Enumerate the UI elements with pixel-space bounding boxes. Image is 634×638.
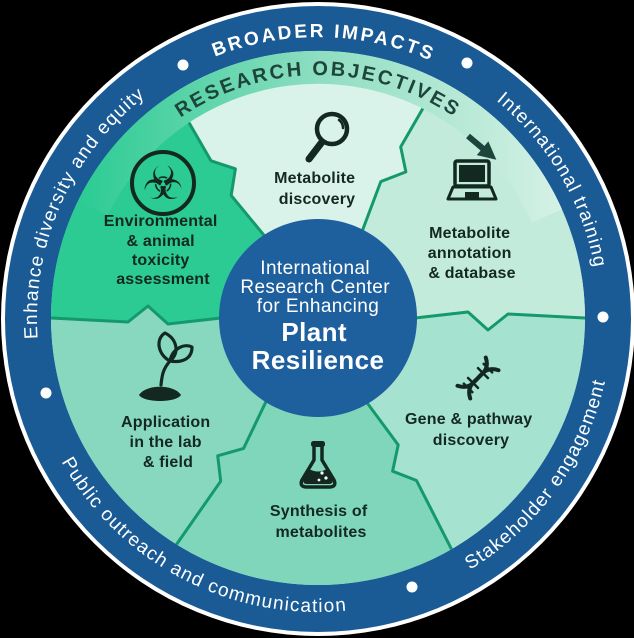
- ring-bullets: [40, 57, 609, 593]
- wedge-label-environmental: Environmental & animal toxicity assessme…: [104, 213, 222, 288]
- wedge-label-synthesis: Synthesis of metabolites: [270, 503, 372, 541]
- wedge-border: [175, 399, 268, 546]
- bullet-separator: [40, 387, 52, 399]
- wedge-environmental: [50, 94, 266, 324]
- bullet-separator: [177, 59, 189, 71]
- wedge-metabolite-annotation: [362, 80, 585, 330]
- center-circle: [219, 219, 417, 417]
- dna-icon: [455, 355, 501, 401]
- wedge-label-gene-pathway: Gene & pathway discovery: [405, 411, 537, 449]
- wedge-borders: [50, 79, 586, 550]
- wedge-label-metabolite-discovery: Metabolite discovery: [274, 170, 360, 208]
- bullet-separator: [597, 311, 609, 323]
- center-subtitle: International Research Center for Enhanc…: [240, 258, 395, 317]
- research-objectives-band: [78, 50, 562, 223]
- wedge-border: [365, 401, 453, 550]
- wedge-label-metabolite-annotation: Metabolite annotation & database: [428, 225, 516, 282]
- wedge-border: [414, 310, 586, 332]
- center-title: Plant Resilience: [252, 317, 385, 375]
- wedge-label-application: Application in the lab & field: [121, 414, 215, 471]
- wedge-border: [360, 79, 441, 233]
- wedge-border: [50, 304, 222, 326]
- arrow-down-right-icon: [466, 133, 497, 160]
- wedge-gene-pathway: [366, 312, 585, 550]
- seedling-icon: [139, 331, 194, 401]
- flask-icon: [299, 441, 337, 489]
- magnifier-icon: [305, 111, 350, 163]
- wedge-border: [171, 93, 267, 238]
- laptop-icon: [446, 159, 498, 201]
- svg-text:☣: ☣: [142, 156, 183, 210]
- biohazard-icon: ☣: [130, 150, 196, 216]
- bullet-separator: [406, 581, 418, 593]
- wedge-application: [51, 306, 267, 545]
- bullet-separator: [461, 57, 473, 69]
